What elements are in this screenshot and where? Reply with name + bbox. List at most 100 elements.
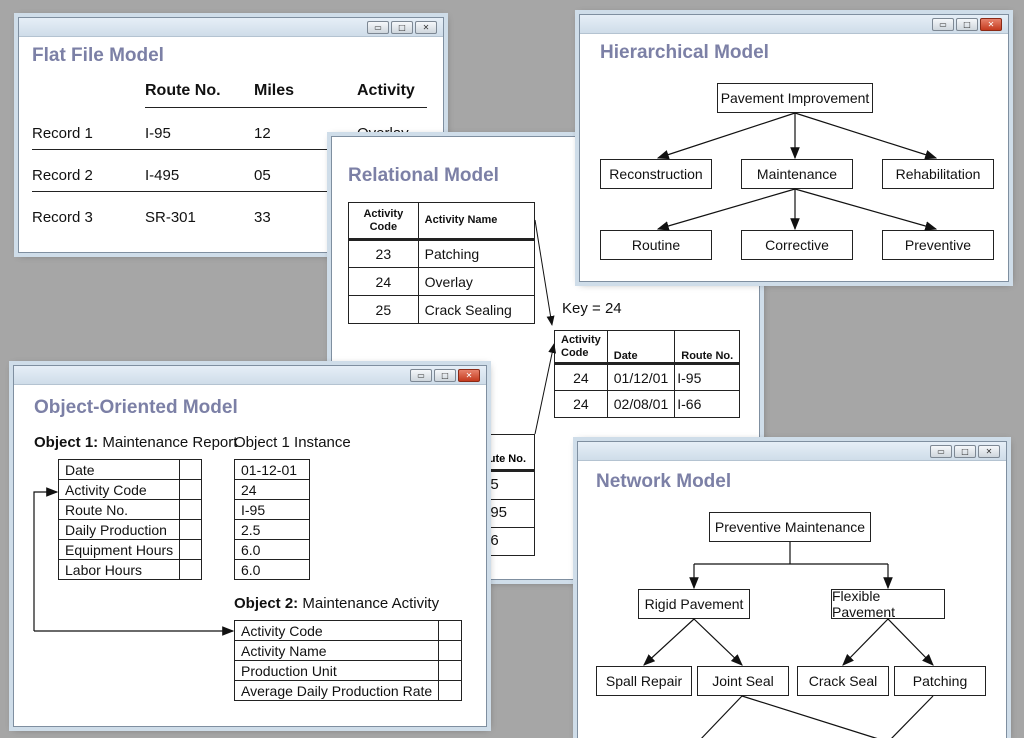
table-cell: Patching	[417, 239, 536, 268]
flat-file-window: ▭ □ ✕ Flat File Model Route No. Miles Ac…	[18, 17, 444, 253]
divider	[32, 149, 427, 150]
table-header: Route No.	[674, 330, 741, 364]
divider	[482, 469, 534, 472]
field-slot	[438, 640, 462, 661]
key-label: Key = 24	[562, 300, 622, 317]
field-slot	[438, 660, 462, 681]
object1-label: Object 1: Maintenance Report	[34, 434, 237, 451]
table-header: oute No.	[482, 453, 526, 465]
network-node: Patching	[894, 666, 986, 696]
divider	[32, 191, 427, 192]
network-node: Joint Seal	[697, 666, 789, 696]
table-cell: 23	[348, 239, 419, 268]
field-cell: Activity Code	[57, 479, 181, 500]
window-titlebar[interactable]: ▭ □ ✕	[14, 366, 486, 385]
table-cell: I-95	[674, 363, 741, 391]
maximize-icon[interactable]: □	[391, 21, 413, 34]
maximize-icon[interactable]: □	[956, 18, 978, 31]
network-node: Rigid Pavement	[638, 589, 750, 619]
field-slot	[179, 459, 202, 480]
tree-node: Rehabilitation	[882, 159, 994, 189]
partial-route-table: oute No. 95 495 66	[482, 434, 535, 556]
object2-label: Object 2: Maintenance Activity	[234, 595, 439, 612]
field-slot	[179, 519, 202, 540]
field-slot	[438, 620, 462, 641]
field-slot	[179, 559, 202, 580]
object-oriented-window: ▭ □ ✕ Object-Oriented Model Object 1: Ma…	[13, 365, 487, 727]
object1-fields-table: Date Activity Code Route No. Daily Produ…	[57, 459, 202, 580]
table-cell: 25	[348, 295, 419, 324]
record-miles: 12	[254, 125, 271, 142]
tree-node: Routine	[600, 230, 712, 260]
field-cell: Activity Name	[233, 640, 440, 661]
close-icon[interactable]: ✕	[458, 369, 480, 382]
hierarchical-window: ▭ □ ✕ Hierarchical Model Pavement Improv…	[579, 14, 1009, 282]
table-header: Activity Name	[417, 202, 536, 240]
table-header: Activity Code	[554, 330, 608, 364]
field-cell: Average Daily Production Rate	[233, 680, 440, 701]
table-cell: 495	[482, 504, 508, 521]
window-title: Flat File Model	[32, 45, 164, 66]
window-title: Network Model	[596, 471, 732, 492]
network-node: Crack Seal	[797, 666, 889, 696]
object1-bold: Object 1:	[34, 434, 99, 451]
tree-node: Corrective	[741, 230, 853, 260]
field-cell: Equipment Hours	[57, 539, 181, 560]
record-label: Record 3	[32, 209, 93, 226]
table-cell: I-66	[674, 390, 741, 418]
tree-node: Reconstruction	[600, 159, 712, 189]
window-titlebar[interactable]: ▭ □ ✕	[19, 18, 443, 37]
window-title: Relational Model	[348, 165, 499, 186]
table-cell: 24	[554, 390, 608, 418]
network-node: Spall Repair	[596, 666, 692, 696]
field-slot	[179, 479, 202, 500]
field-cell: Production Unit	[233, 660, 440, 681]
network-node: Flexible Pavement	[831, 588, 945, 620]
field-slot	[438, 680, 462, 701]
field-cell: Labor Hours	[57, 559, 181, 580]
table-cell: Crack Sealing	[417, 295, 536, 324]
minimize-icon[interactable]: ▭	[367, 21, 389, 34]
window-title: Object-Oriented Model	[34, 397, 238, 418]
record-miles: 05	[254, 167, 271, 184]
close-icon[interactable]: ✕	[978, 445, 1000, 458]
value-cell: 2.5	[234, 519, 310, 540]
table-cell: 02/08/01	[606, 390, 676, 418]
table-cell: 24	[348, 267, 419, 296]
instance-label: Object 1 Instance	[234, 434, 351, 451]
record-route: I-95	[145, 125, 171, 142]
close-icon[interactable]: ✕	[980, 18, 1002, 31]
close-icon[interactable]: ✕	[415, 21, 437, 34]
tree-node: Maintenance	[741, 159, 853, 189]
value-cell: I-95	[234, 499, 310, 520]
object2-bold: Object 2:	[234, 595, 299, 612]
minimize-icon[interactable]: ▭	[930, 445, 952, 458]
window-titlebar[interactable]: ▭ □ ✕	[578, 442, 1006, 461]
divider	[145, 107, 427, 108]
value-cell: 24	[234, 479, 310, 500]
field-cell: Route No.	[57, 499, 181, 520]
maximize-icon[interactable]: □	[954, 445, 976, 458]
record-route: I-495	[145, 167, 180, 184]
table-cell: 24	[554, 363, 608, 391]
window-titlebar[interactable]: ▭ □ ✕	[580, 15, 1008, 34]
record-miles: 33	[254, 209, 271, 226]
field-cell: Activity Code	[233, 620, 440, 641]
column-header-route: Route No.	[145, 82, 221, 99]
minimize-icon[interactable]: ▭	[932, 18, 954, 31]
object2-name: Maintenance Activity	[302, 595, 440, 612]
record-label: Record 2	[32, 167, 93, 184]
table-header: Date	[606, 330, 676, 364]
column-header-activity: Activity	[357, 82, 415, 99]
tree-node: Preventive	[882, 230, 994, 260]
network-window: ▭ □ ✕ Network Model Preventive Maintenan…	[577, 441, 1007, 738]
window-title: Hierarchical Model	[600, 42, 769, 63]
record-route: SR-301	[145, 209, 196, 226]
object2-fields-table: Activity Code Activity Name Production U…	[233, 620, 462, 701]
minimize-icon[interactable]: ▭	[410, 369, 432, 382]
object1-name: Maintenance Report	[102, 434, 238, 451]
maximize-icon[interactable]: □	[434, 369, 456, 382]
value-cell: 01-12-01	[234, 459, 310, 480]
value-cell: 6.0	[234, 559, 310, 580]
